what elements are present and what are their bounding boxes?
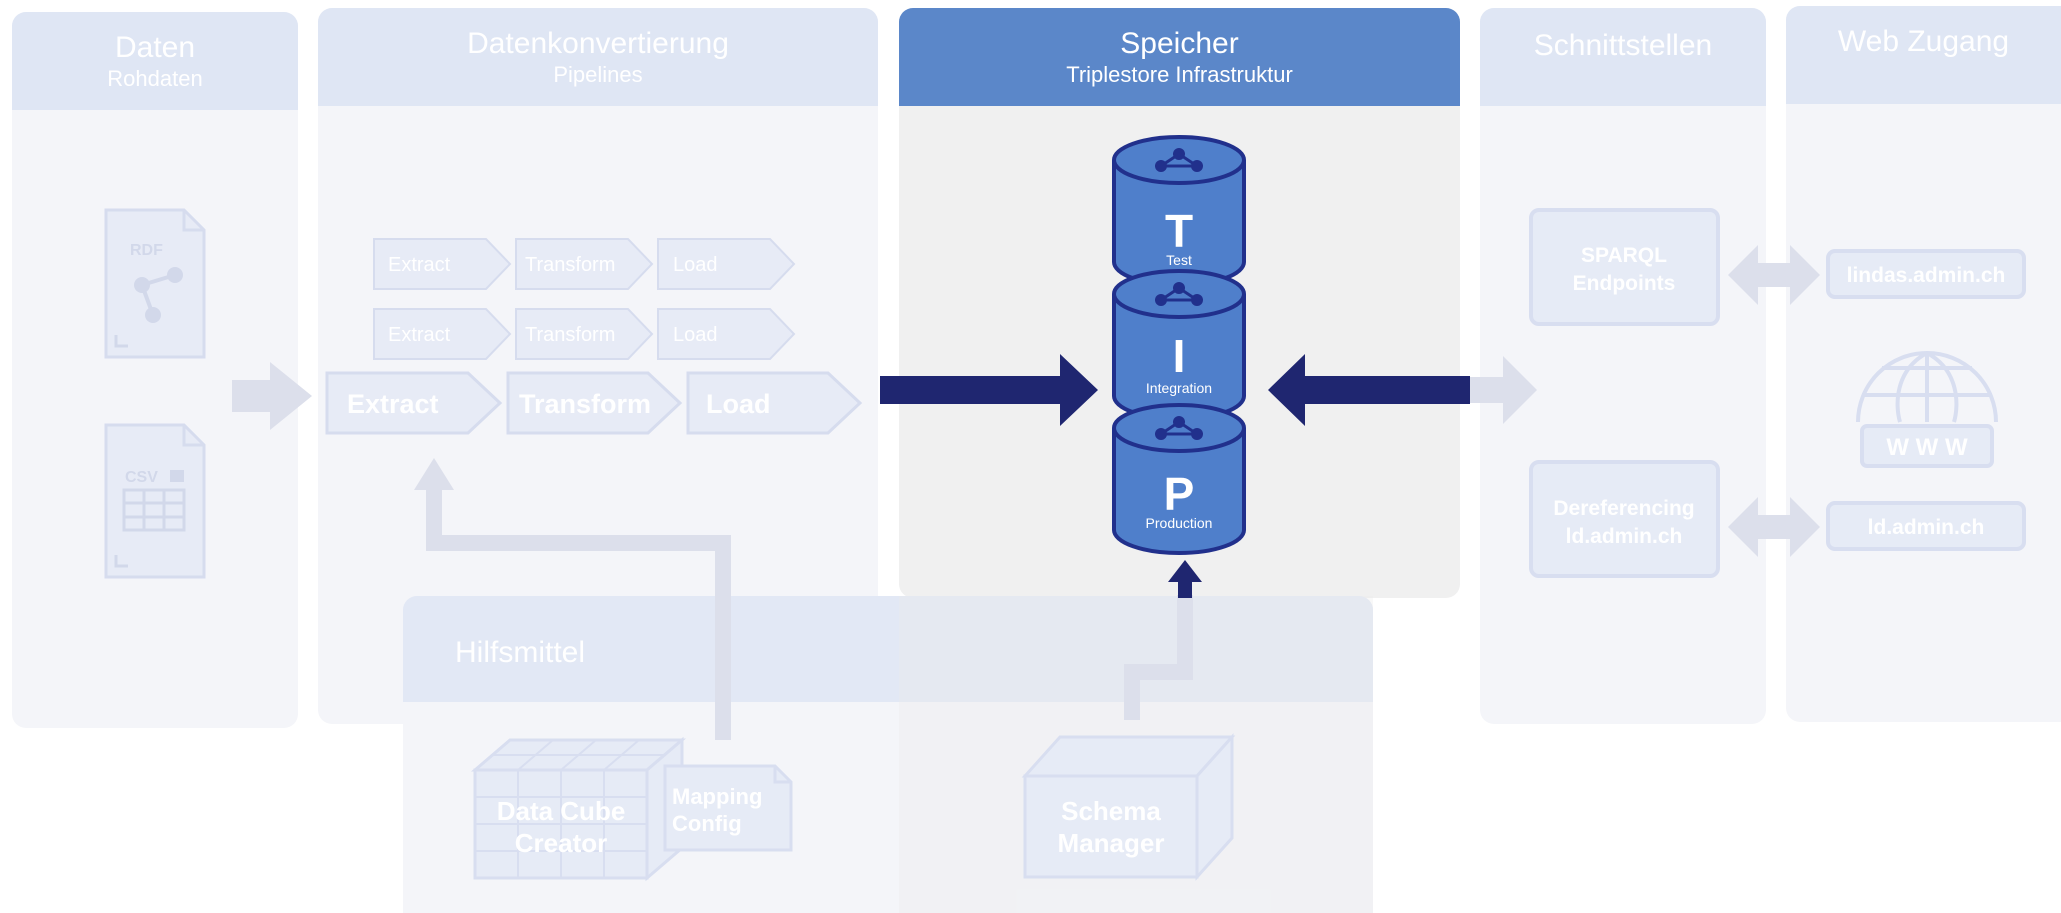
double-arrow-sparql — [1728, 245, 1820, 305]
db-letter: T — [1165, 205, 1193, 257]
interface-line: Dereferencing — [1553, 497, 1694, 520]
database-integration: I Integration — [1112, 269, 1246, 421]
tool-label: Schema — [1061, 796, 1161, 826]
connector-mapping-to-extract — [426, 487, 731, 740]
globe-icon — [1856, 351, 1998, 423]
db-name: Integration — [1146, 380, 1212, 396]
pipeline-step-label: Extract — [388, 254, 451, 276]
rdf-file-icon: RDF — [104, 208, 206, 359]
file-label: CSV — [125, 469, 158, 486]
column-daten — [12, 12, 298, 728]
column-title: Daten — [114, 31, 196, 64]
interface-line: Endpoints — [1573, 272, 1676, 295]
pipeline-step-label: Transform — [525, 324, 615, 346]
pipeline-step-label: Load — [673, 254, 718, 276]
tool-label: Creator — [515, 828, 607, 858]
tool-label: Manager — [1058, 828, 1165, 858]
pipeline-step-label: Load — [673, 324, 718, 346]
tools-panel-header — [403, 596, 1373, 702]
pipeline-step-label: Extract — [347, 389, 439, 419]
arrow-pipelines-to-storage — [880, 354, 1098, 426]
pipeline-step-label: Load — [706, 389, 771, 419]
database-test: T Test — [1112, 135, 1246, 287]
column-subtitle: Triplestore Infrastruktur — [1066, 62, 1293, 87]
www-label: W W W — [1886, 434, 1968, 461]
pipeline-row-2: Extract Transform Load — [373, 308, 796, 360]
column-daten-header: Daten Rohdaten — [12, 12, 298, 110]
csv-file-icon: CSV — [104, 423, 206, 579]
database-production: P Production — [1112, 403, 1246, 555]
pipeline-step-label: Transform — [519, 389, 651, 419]
db-letter: I — [1173, 330, 1186, 382]
arrow-daten-to-pipelines — [232, 362, 312, 430]
web-link-label: lindas.admin.ch — [1847, 264, 2006, 287]
column-title: Speicher — [1120, 27, 1239, 60]
connector-arrowhead — [414, 458, 454, 490]
column-title: Web Zugang — [1837, 25, 2010, 58]
pipeline-row-main: Extract Transform Load — [325, 371, 863, 435]
column-schnittstellen-header: Schnittstellen — [1480, 8, 1766, 106]
db-name: Test — [1166, 252, 1192, 268]
arrow-interfaces-to-storage — [1268, 354, 1470, 426]
column-title: Datenkonvertierung — [467, 27, 729, 60]
web-link-ld: ld.admin.ch — [1826, 501, 2026, 551]
web-link-lindas: lindas.admin.ch — [1826, 249, 2026, 299]
interface-line: ld.admin.ch — [1566, 525, 1683, 548]
pipeline-row-1: Extract Transform Load — [373, 238, 796, 290]
connector-schema-to-production — [1124, 595, 1193, 720]
column-subtitle: Rohdaten — [107, 66, 203, 91]
column-title: Schnittstellen — [1533, 29, 1713, 62]
column-datenkonvertierung-header: Datenkonvertierung Pipelines — [318, 8, 878, 106]
db-letter: P — [1164, 468, 1195, 520]
schema-manager-icon: Schema Manager — [1021, 733, 1236, 881]
connector-arrowhead-navy — [1168, 560, 1202, 582]
file-label: RDF — [130, 242, 163, 259]
arrow-storage-to-interfaces — [1470, 356, 1537, 424]
db-name: Production — [1146, 515, 1213, 531]
pipeline-step-label: Extract — [388, 324, 451, 346]
tool-label: Mapping — [672, 784, 762, 809]
web-link-label: ld.admin.ch — [1868, 516, 1985, 539]
data-cube-creator-icon: Data Cube Creator — [470, 736, 687, 882]
interface-dereferencing: Dereferencing ld.admin.ch — [1529, 460, 1720, 578]
tool-label: Data Cube — [497, 796, 626, 826]
column-web-zugang — [1786, 6, 2061, 722]
interface-line: SPARQL — [1581, 244, 1667, 267]
tool-label: Config — [672, 811, 742, 836]
column-schnittstellen — [1480, 8, 1766, 724]
tools-title: Hilfsmittel — [455, 636, 586, 669]
column-speicher-header: Speicher Triplestore Infrastruktur — [899, 8, 1460, 106]
column-subtitle: Pipelines — [553, 62, 643, 87]
double-arrow-dereferencing — [1728, 497, 1820, 557]
mapping-config-icon: Mapping Config — [663, 764, 793, 852]
pipeline-step-label: Transform — [525, 254, 615, 276]
www-badge: W W W — [1860, 424, 1994, 468]
column-web-zugang-header: Web Zugang — [1786, 6, 2061, 104]
interface-sparql: SPARQL Endpoints — [1529, 208, 1720, 326]
